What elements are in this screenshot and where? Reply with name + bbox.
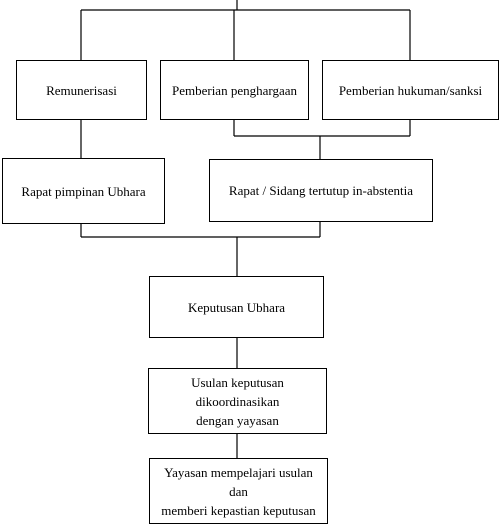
box-usulan-keputusan: Usulan keputusan dikoordinasikan dengan …: [148, 368, 327, 434]
label-pemberian-penghargaan: Pemberian penghargaan: [171, 82, 298, 98]
label-remunerisasi: Remunerisasi: [46, 82, 117, 98]
label-pemberian-hukuman: Pemberian hukuman/sanksi: [338, 82, 483, 98]
label-yayasan-line1: Yayasan mempelajari usulan dan: [164, 464, 313, 499]
label-usulan-line1: Usulan keputusan dikoordinasikan: [191, 374, 284, 409]
box-rapat-pimpinan: Rapat pimpinan Ubhara: [2, 158, 165, 224]
box-pemberian-penghargaan: Pemberian penghargaan: [160, 60, 309, 120]
box-remunerisasi: Remunerisasi: [16, 60, 147, 120]
box-pemberian-hukuman: Pemberian hukuman/sanksi: [322, 60, 499, 120]
label-rapat-pimpinan: Rapat pimpinan Ubhara: [21, 183, 146, 199]
box-rapat-sidang: Rapat / Sidang tertutup in-abstentia: [209, 159, 433, 222]
box-yayasan: Yayasan mempelajari usulan dan memberi k…: [149, 458, 328, 524]
label-yayasan-line2: memberi kepastian keputusan: [161, 502, 316, 518]
label-rapat-sidang: Rapat / Sidang tertutup in-abstentia: [228, 183, 414, 198]
box-keputusan: Keputusan Ubhara: [149, 276, 324, 338]
label-usulan-line2: dengan yayasan: [196, 412, 279, 428]
label-keputusan: Keputusan Ubhara: [187, 299, 286, 315]
